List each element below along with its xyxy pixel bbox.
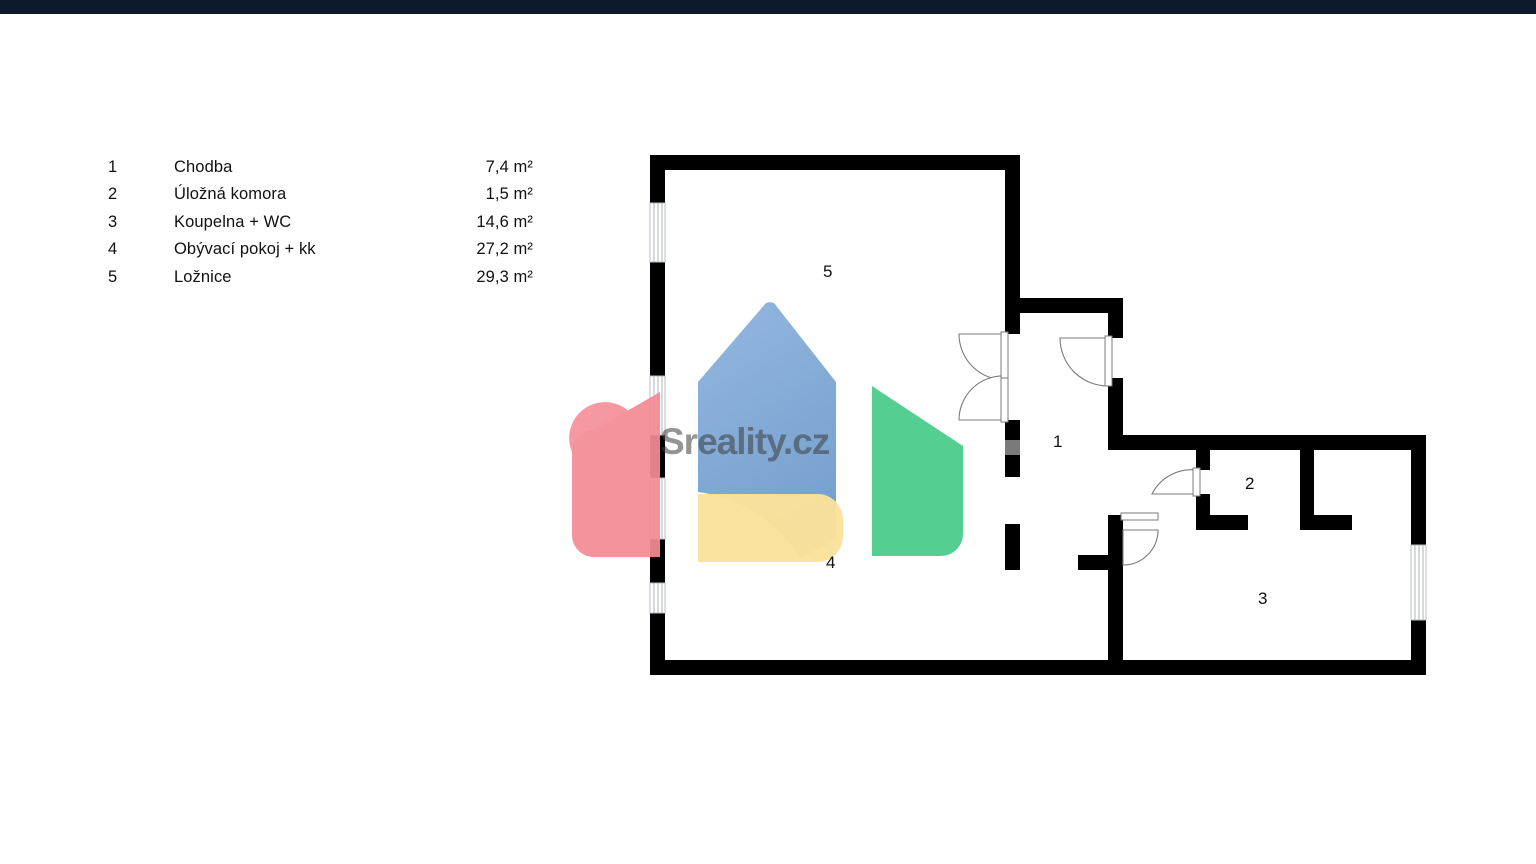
room-label-3: 3 — [1258, 589, 1268, 608]
door-leaf-room5-upper — [1000, 331, 1009, 381]
door-room1-right — [1059, 337, 1109, 387]
room-label-4: 4 — [826, 553, 836, 572]
door-leaf-room3 — [1120, 512, 1159, 521]
legend-number: 2 — [108, 185, 118, 204]
wall-room5-right-upper — [1005, 155, 1020, 300]
legend-row: 3 Koupelna + WC 14,6 m² — [108, 213, 533, 240]
doors-group — [958, 333, 1197, 566]
top-bar — [0, 0, 1536, 14]
wall-nib-grey — [1005, 440, 1020, 455]
wall-room3-top-far — [1300, 515, 1352, 530]
legend-name: Chodba — [174, 158, 233, 176]
legend-area: 27,2 m² — [476, 240, 533, 259]
legend-row: 1 Chodba 7,4 m² — [108, 158, 533, 185]
legend-area: 1,5 m² — [485, 185, 533, 204]
legend-name: Obývací pokoj + kk — [174, 240, 316, 259]
door-leaf-room5-lower — [1000, 377, 1009, 423]
door-room5-upper — [958, 333, 1006, 381]
legend-row: 5 Ložnice 29,3 m² — [108, 268, 533, 295]
wall-room5-room1-seg2 — [1005, 418, 1020, 440]
window-right-room3 — [1410, 544, 1427, 621]
wall-left-seg5 — [650, 613, 665, 675]
door-opening-room1-bottom — [1020, 555, 1078, 570]
door-leaf-room1-right — [1104, 335, 1113, 387]
legend-number: 3 — [108, 212, 118, 231]
wall-room5-room1-seg3 — [1005, 455, 1020, 477]
wall-room1-right-lower — [1108, 378, 1123, 438]
wall-corridor-top — [1108, 435, 1426, 450]
room-label-5: 5 — [823, 262, 833, 281]
wall-left-seg3 — [650, 435, 665, 478]
door-room3 — [1122, 529, 1159, 566]
window-left-2 — [649, 375, 666, 436]
wall-bottom-main — [650, 660, 1123, 675]
legend-area: 29,3 m² — [476, 267, 533, 286]
wall-room2-left-seg2 — [1196, 492, 1210, 530]
legend-area: 14,6 m² — [476, 212, 533, 231]
wall-left-seg1 — [650, 155, 665, 203]
legend-row: 2 Úložná komora 1,5 m² — [108, 185, 533, 212]
door-room5-lower — [958, 375, 1006, 421]
wall-outer-right — [1411, 435, 1426, 545]
wall-left-seg4 — [650, 539, 665, 583]
legend-name: Úložná komora — [174, 185, 287, 204]
wall-room1-top — [1005, 298, 1123, 313]
room-legend: 1 Chodba 7,4 m² 2 Úložná komora 1,5 m² 3… — [108, 158, 533, 295]
walls-group — [650, 155, 1426, 675]
legend-area: 7,4 m² — [485, 158, 533, 176]
wall-top-main — [650, 155, 1020, 170]
legend-number: 5 — [108, 267, 118, 286]
wall-room3-left — [1108, 515, 1123, 675]
legend-name: Ložnice — [174, 267, 232, 286]
door-leaves-group — [1000, 331, 1201, 521]
window-left-4 — [649, 582, 666, 614]
room-label-1: 1 — [1053, 432, 1063, 451]
wall-room1-right-upper — [1108, 298, 1123, 338]
wall-room2-left-seg1 — [1196, 450, 1210, 470]
door-leaf-room2 — [1192, 467, 1201, 497]
window-left-3 — [649, 477, 666, 540]
legend-name: Koupelna + WC — [174, 212, 292, 231]
door-room2 — [1151, 469, 1197, 495]
legend-number: 4 — [108, 240, 118, 259]
wall-nib-room2-divider — [1300, 450, 1314, 465]
wall-bottom-right — [1108, 660, 1426, 675]
legend-number: 1 — [108, 158, 118, 176]
wall-room2-right — [1300, 450, 1314, 530]
door-opening-room5-a — [1005, 334, 1020, 380]
wall-room5-room1-seg1 — [1005, 298, 1020, 334]
door-opening-room5-b — [1005, 380, 1020, 420]
window-left-1 — [649, 202, 666, 263]
room-label-2: 2 — [1245, 474, 1255, 493]
legend-row: 4 Obývací pokoj + kk 27,2 m² — [108, 240, 533, 267]
wall-left-seg2 — [650, 262, 665, 376]
